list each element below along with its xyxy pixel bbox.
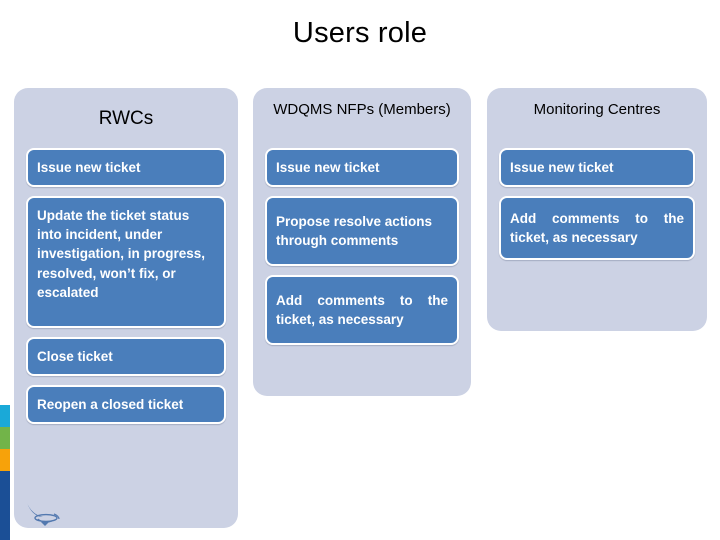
action-rwcs-issue-new-ticket[interactable]: Issue new ticket xyxy=(26,148,226,188)
cyan-bar xyxy=(0,405,10,427)
navy-bar xyxy=(0,471,10,540)
orange-bar xyxy=(0,449,10,471)
action-rwcs-reopen-closed-ticket[interactable]: Reopen a closed ticket xyxy=(26,385,226,425)
action-rwcs-close-ticket[interactable]: Close ticket xyxy=(26,337,226,377)
column-rwcs: RWCs Issue new ticket Update the ticket … xyxy=(14,88,238,528)
column-header-wdqms-nfps: WDQMS NFPs (Members) xyxy=(273,101,451,118)
edge-color-bars xyxy=(0,405,10,540)
action-mc-add-comments[interactable]: Add comments to the ticket, as necessary xyxy=(499,196,695,261)
wmo-emblem-icon xyxy=(27,503,60,526)
column-header-monitoring-centres: Monitoring Centres xyxy=(533,101,661,118)
action-nfps-add-comments[interactable]: Add comments to the ticket, as necessary xyxy=(265,275,459,346)
action-nfps-issue-new-ticket[interactable]: Issue new ticket xyxy=(265,148,459,188)
action-nfps-propose-resolve-actions[interactable]: Propose resolve actions through comments xyxy=(265,196,459,267)
column-header-rwcs: RWCs xyxy=(98,108,154,129)
action-mc-issue-new-ticket[interactable]: Issue new ticket xyxy=(499,148,695,188)
page-title: Users role xyxy=(292,17,428,49)
action-rwcs-update-ticket-status[interactable]: Update the ticket status into incident, … xyxy=(26,196,226,329)
column-monitoring-centres: Monitoring Centres Issue new ticket Add … xyxy=(487,88,707,331)
green-bar xyxy=(0,427,10,449)
column-wdqms-nfps: WDQMS NFPs (Members) Issue new ticket Pr… xyxy=(253,88,471,396)
